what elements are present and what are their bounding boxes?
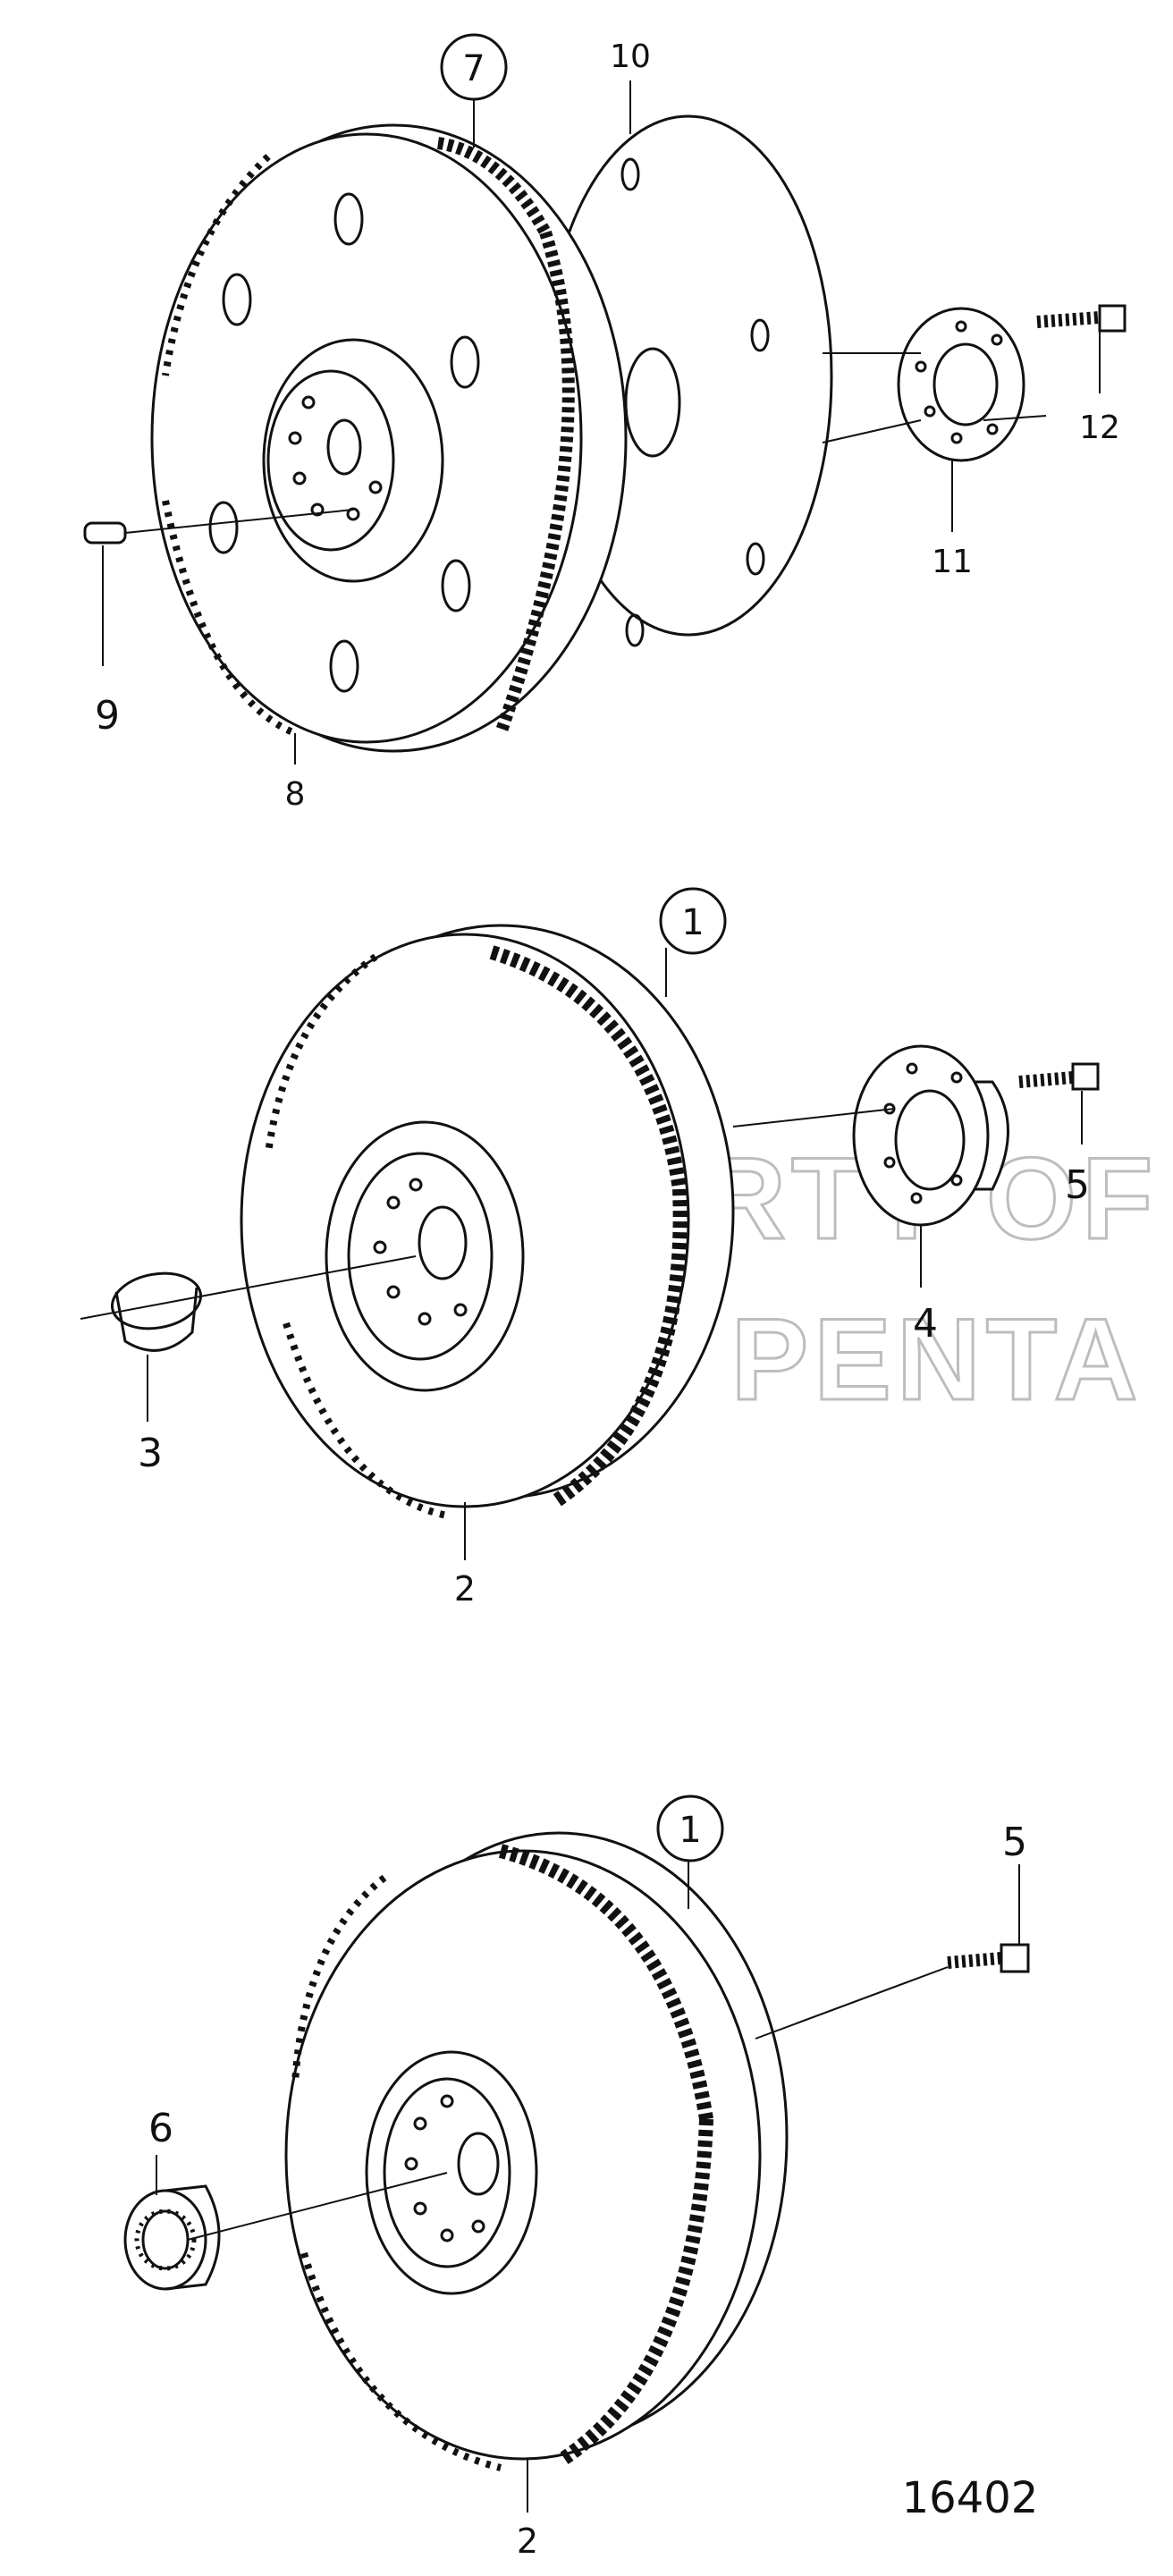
- screw-bottom: [947, 1943, 1030, 1973]
- flywheel-bottom: [284, 1831, 789, 2471]
- label-bottom-screw: 5: [1002, 1820, 1027, 1865]
- label-top-flex-plate: 10: [610, 38, 651, 75]
- top-assembly: [83, 33, 1127, 764]
- label-bottom-bearing: 6: [148, 2106, 173, 2151]
- pin: [83, 521, 127, 545]
- label-middle-screw: 5: [1065, 1162, 1090, 1208]
- flywheel-top: [150, 123, 628, 753]
- label-top-pin: 9: [95, 693, 120, 739]
- callout-labels: 7 10 12 11 9 8 1 5 4 3 2 1 5 6 2 16402: [95, 38, 1120, 2561]
- hub: [852, 1044, 1009, 1227]
- drawing-number: 16402: [902, 2473, 1039, 2523]
- label-top-washer: 11: [932, 544, 973, 580]
- washer: [897, 307, 1025, 462]
- label-middle-ring-gear: 2: [454, 1569, 476, 1609]
- screw-middle: [1018, 1062, 1100, 1091]
- label-middle-hub: 4: [913, 1301, 938, 1347]
- label-middle-flywheel: 1: [681, 902, 704, 943]
- flywheel-middle: [240, 924, 735, 1519]
- label-bottom-ring-gear: 2: [517, 2521, 538, 2561]
- middle-assembly: [80, 887, 1100, 1560]
- label-top-ring-gear: 8: [285, 776, 306, 813]
- label-middle-bushing: 3: [138, 1431, 163, 1476]
- bottom-assembly: [123, 1795, 1030, 2513]
- label-bottom-flywheel: 1: [679, 1810, 701, 1851]
- bushing: [110, 1271, 203, 1352]
- bearing: [123, 2184, 221, 2291]
- screw-top: [1036, 304, 1127, 333]
- callout-circle-1-middle: [659, 887, 727, 955]
- callout-circle-1-bottom: [656, 1795, 724, 1862]
- callout-circle-7: [440, 33, 508, 101]
- label-top-screw: 12: [1079, 410, 1120, 446]
- label-top-flywheel: 7: [462, 48, 485, 89]
